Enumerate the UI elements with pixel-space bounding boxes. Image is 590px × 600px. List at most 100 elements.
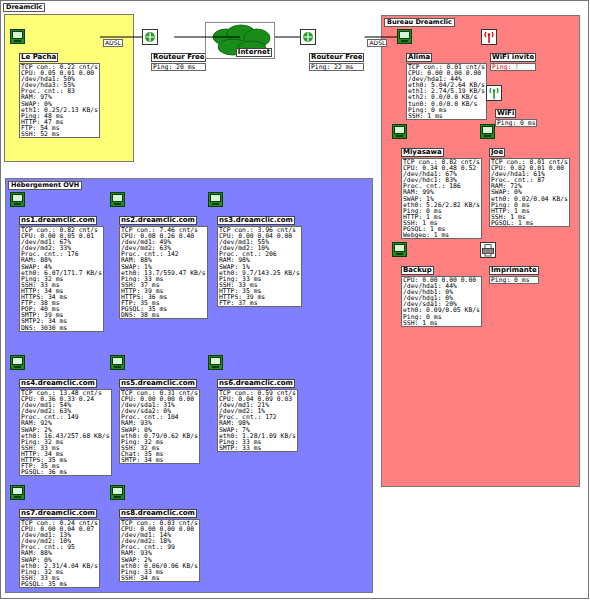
host-body: ns8.dreamclic.comTCP con.: 0.03 cnt/sCPU… xyxy=(119,501,200,582)
stat-line: HTTP: 1 ms xyxy=(491,208,568,214)
stat-line: eth0: 5.26/2.82 KB/s xyxy=(403,202,480,208)
host-box: ns3.dreamclic.comTCP con.: 3.96 cnt/sCPU… xyxy=(208,192,302,307)
stat-line: RAM: 92% xyxy=(21,420,110,426)
link-line xyxy=(364,37,397,38)
host-stats: TCP con.: 0.01 cnt/sCPU: 0.02 0.01 0.00/… xyxy=(489,158,570,227)
host-box: ImprimantePing: 0 ms xyxy=(480,242,539,284)
stat-line: SSH: 52 ms xyxy=(21,131,98,137)
host-box: Le PachaTCP con.: 0.22 cnt/sCPU: 0.05 0.… xyxy=(10,29,100,138)
host-stats: Ping: 0 ms xyxy=(495,119,537,127)
server-icon xyxy=(10,192,26,208)
stat-line: Ping: 48 ms xyxy=(21,113,98,119)
stat-line: Webgeo: 1 ms xyxy=(403,232,480,238)
link-label: ADSL xyxy=(367,39,387,47)
host-box: MiyasawaTCP con.: 0.82 cnt/sCPU: 0.34 0.… xyxy=(392,124,482,239)
stat-line: FTP: 37 ms xyxy=(219,300,300,306)
host-name: WiFi invite xyxy=(490,53,536,62)
stat-line: SMTP2: 34 ms xyxy=(21,318,102,324)
host-stats: TCP con.: 0.31 cnt/sCPU: 0.00 0.00 0.00/… xyxy=(119,389,200,464)
host-box: ns7.dreamclic.comTCP con.: 0.24 cnt/sCPU… xyxy=(10,485,100,588)
host-name: Alima xyxy=(406,53,432,62)
host-body: ns2.dreamclic.comTCP con.: 7.46 cnt/sCPU… xyxy=(119,208,208,319)
stat-line: Ping: 0 ms xyxy=(497,120,535,126)
server-icon xyxy=(110,192,126,208)
zone-title: Dreamclic xyxy=(3,3,45,12)
link-line xyxy=(100,37,142,38)
stat-line: RAM: 88% xyxy=(21,550,98,556)
host-body: Le PachaTCP con.: 0.22 cnt/sCPU: 0.05 0.… xyxy=(19,45,100,138)
host-box: ns1.dreamclic.comTCP con.: 0.82 cnt/sCPU… xyxy=(10,192,104,332)
host-stats: TCP con.: 0.22 cnt/sCPU: 0.05 0.01 0.00/… xyxy=(19,63,100,138)
link-line xyxy=(174,37,240,38)
host-box: WiFiPing: 0 ms xyxy=(486,85,537,127)
server-icon xyxy=(110,485,126,501)
stat-line: eth0: 13.7/559.47 KB/s xyxy=(121,270,206,276)
server-icon xyxy=(392,242,408,258)
server-icon xyxy=(480,124,496,140)
host-box: JoeTCP con.: 0.01 cnt/sCPU: 0.02 0.01 0.… xyxy=(480,124,570,227)
host-stats: TCP con.: 0.01 cnt/sCPU: 0.00 0.00 0.00/… xyxy=(406,63,487,120)
stat-line: eth0: 6.07/171.7 KB/s xyxy=(21,270,102,276)
stat-line: Ping: 32 ms xyxy=(21,439,110,445)
printer-icon xyxy=(480,242,496,258)
host-body: WiFi invitePing: ! xyxy=(490,45,536,71)
host-body: BackupCPU: 0.00 0.00 0.00/dev/hda1: 44%/… xyxy=(401,258,482,327)
zone-box: Le PachaTCP con.: 0.22 cnt/sCPU: 0.05 0.… xyxy=(4,14,134,162)
host-box: ns8.dreamclic.comTCP con.: 0.03 cnt/sCPU… xyxy=(110,485,200,582)
link-label: ADSL xyxy=(103,39,123,47)
stat-line: eth0: 2.31/4.04 KB/s xyxy=(21,563,98,569)
host-body: ns6.dreamclic.comTCP con.: 0.59 cnt/sCPU… xyxy=(217,371,298,452)
stat-line: SMTP: 34 ms xyxy=(121,457,198,463)
stat-line: eth0: 0.06/0.06 KB/s xyxy=(121,563,198,569)
host-box: ns4.dreamclic.comTCP con.: 13.48 cnt/sCP… xyxy=(10,355,112,476)
link-line xyxy=(275,37,300,38)
stat-line: eth0: 16.43/257.68 KB/s xyxy=(21,433,110,439)
stat-line: RAM: 99% xyxy=(403,189,480,195)
stat-line: DNS: 38 ms xyxy=(121,312,206,318)
stat-line: RAM: 88% xyxy=(21,257,102,263)
stat-line: RAM: 93% xyxy=(121,550,198,556)
stat-line: Ping: 20 ms xyxy=(153,64,204,70)
host-stats: Ping: 0 ms xyxy=(489,276,539,284)
cloud-label: Internet xyxy=(236,48,272,57)
server-icon xyxy=(397,29,413,45)
server-icon xyxy=(392,124,408,140)
host-body: ImprimantePing: 0 ms xyxy=(489,258,539,284)
stat-line: tun0: 0.0/0.0 KB/s xyxy=(408,101,485,107)
server-icon xyxy=(208,192,224,208)
host-name: Joe xyxy=(489,148,505,157)
stat-line: eth0: 0.79/0.62 KB/s xyxy=(121,433,198,439)
host-name: ns6.dreamclic.com xyxy=(217,379,295,388)
stat-line: Ping: 32 ms xyxy=(121,439,198,445)
stat-line: Ping: 33 ms xyxy=(121,276,206,282)
host-name: ns8.dreamclic.com xyxy=(119,509,197,518)
stat-line: PGSQL: 1 ms xyxy=(491,220,568,226)
zone-title: Bureau Dreamclic xyxy=(384,18,455,27)
cloud-box: Internet xyxy=(205,22,275,59)
stat-line: SSH: 1 ms xyxy=(403,320,480,326)
host-box: ns6.dreamclic.comTCP con.: 0.59 cnt/sCPU… xyxy=(208,355,298,452)
host-name: ns7.dreamclic.com xyxy=(19,509,97,518)
stat-line: Ping: 0 ms xyxy=(403,314,480,320)
stat-line: SSH: 34 ms xyxy=(121,575,198,581)
stat-line: Ping: 33 ms xyxy=(121,569,198,575)
stat-line: eth2: 0.0/0.0 KB/s xyxy=(408,94,485,100)
host-body: MiyasawaTCP con.: 0.82 cnt/sCPU: 0.34 0.… xyxy=(401,140,482,239)
host-name: ns2.dreamclic.com xyxy=(119,216,197,225)
host-stats: TCP con.: 7.46 cnt/sCPU: 0.08 0.26 0.40/… xyxy=(119,226,208,319)
stat-line: eth0: 0.02/0.04 KB/s xyxy=(491,196,568,202)
host-name: ns3.dreamclic.com xyxy=(217,216,295,225)
host-box: Routeur FreePing: 22 ms xyxy=(300,29,364,71)
router-icon xyxy=(142,29,158,45)
stat-line: Ping: 0 ms xyxy=(403,208,480,214)
host-stats: TCP con.: 3.96 cnt/sCPU: 0.00 0.04 0.00/… xyxy=(217,226,302,307)
host-name: Miyasawa xyxy=(401,148,444,157)
host-body: WiFiPing: 0 ms xyxy=(495,101,537,127)
host-name: ns1.dreamclic.com xyxy=(19,216,97,225)
stat-line: Ping: 0 ms xyxy=(491,202,568,208)
wifi-icon xyxy=(486,85,502,101)
wifi-icon xyxy=(481,29,497,45)
host-name: Backup xyxy=(401,266,434,275)
